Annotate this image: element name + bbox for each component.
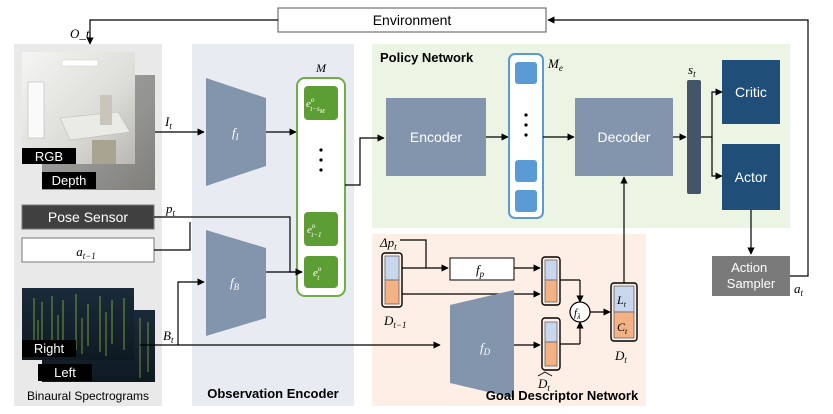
d-t-bottom xyxy=(613,311,635,339)
l-t-label: Lt xyxy=(616,293,627,309)
action-sampler-line-1: Action xyxy=(731,260,767,275)
state-s-t-bar xyxy=(687,80,701,194)
f-lambda-label: fλ xyxy=(574,307,581,321)
f-i-module xyxy=(206,78,266,186)
p-t-label: pt xyxy=(165,201,176,218)
binaural-spectrograms: Right Left xyxy=(22,288,155,382)
memory-ellipsis xyxy=(319,148,323,172)
f-d-label: fD xyxy=(480,340,491,357)
memory-e-item-3 xyxy=(515,190,537,212)
policy-encoder-label: Encoder xyxy=(410,129,462,145)
f-b-label: fB xyxy=(230,275,240,292)
observation-o-t-label: O_t xyxy=(70,26,90,41)
d-t-minus-1-frame xyxy=(381,252,403,308)
spectrogram-left-label: Left xyxy=(54,365,76,380)
descriptor-fp-top xyxy=(544,259,558,281)
memory-e-ellipsis xyxy=(524,113,528,137)
action-to-environment-arrow xyxy=(547,16,809,277)
d-t-hat-label: Dt xyxy=(537,376,550,393)
policy-decoder-label: Decoder xyxy=(598,129,651,145)
f-b-module xyxy=(206,230,266,336)
action-sampler-box xyxy=(712,256,790,296)
state-to-critic-arrow xyxy=(701,88,723,138)
actor-label: Actor xyxy=(735,169,768,185)
policy-encoder-box xyxy=(386,98,486,176)
goal-descriptor-title: Goal Descriptor Network xyxy=(486,388,639,403)
environment-label: Environment xyxy=(373,12,452,28)
memory-item-prev xyxy=(304,212,338,246)
c-t-label: Ct xyxy=(617,320,628,336)
f-i-label: fI xyxy=(232,125,240,142)
state-to-actor-arrow xyxy=(711,137,723,180)
d-t-hat-bottom xyxy=(544,341,558,367)
action-sampler-label: Action Sampler xyxy=(727,260,776,291)
memory-to-encoder-arrow xyxy=(345,134,385,186)
policy-decoder-box xyxy=(575,98,673,176)
b-t-to-f-b-arrow xyxy=(177,278,205,345)
memory-item-current xyxy=(304,256,338,288)
b-t-label: Bt xyxy=(163,328,174,345)
actor-box xyxy=(722,144,780,210)
observation-encoder-title: Observation Encoder xyxy=(207,386,338,401)
delta-p-t-label: Δpt xyxy=(379,235,397,252)
critic-box xyxy=(722,60,780,124)
spectrogram-caption: Binaural Spectrograms xyxy=(27,389,149,403)
f-p-label: fp xyxy=(476,262,485,279)
prev-action-arrow xyxy=(154,222,191,251)
d-t-minus-1-bottom xyxy=(384,279,400,305)
memory-m-label: M xyxy=(315,61,327,75)
pose-sensor-box xyxy=(21,204,155,230)
s-t-label: st xyxy=(688,62,696,79)
memory-item-oldest xyxy=(304,86,338,120)
critic-label: Critic xyxy=(735,84,767,100)
d-t-hat-hat xyxy=(537,371,553,377)
f-p-box xyxy=(449,257,515,281)
depth-label: Depth xyxy=(52,173,87,188)
rgb-depth-image: RGB Depth xyxy=(22,52,155,190)
spectrogram-right-label: Right xyxy=(34,341,65,356)
previous-action-box xyxy=(21,237,155,263)
memory-e-item-1 xyxy=(515,62,537,84)
environment-box xyxy=(277,7,547,33)
action-sampler-line-2: Sampler xyxy=(727,276,776,291)
rgb-label: RGB xyxy=(35,149,63,164)
f-d-module xyxy=(450,290,514,398)
descriptor-fp-frame xyxy=(541,256,561,306)
delta-p-to-f-p-arrow xyxy=(400,239,449,272)
a-t-label: at xyxy=(794,281,804,298)
d-t-label: Dt xyxy=(614,348,627,365)
memory-e-item-2 xyxy=(515,160,537,182)
environment-to-observation-arrow xyxy=(86,19,278,45)
d-t-hat-top xyxy=(544,321,558,343)
descriptor-fp-bottom xyxy=(544,279,558,303)
i-t-label: It xyxy=(164,114,172,131)
d-t-minus-1-top xyxy=(384,255,400,281)
pose-sensor-label: Pose Sensor xyxy=(48,209,128,225)
policy-network-title: Policy Network xyxy=(380,50,474,65)
